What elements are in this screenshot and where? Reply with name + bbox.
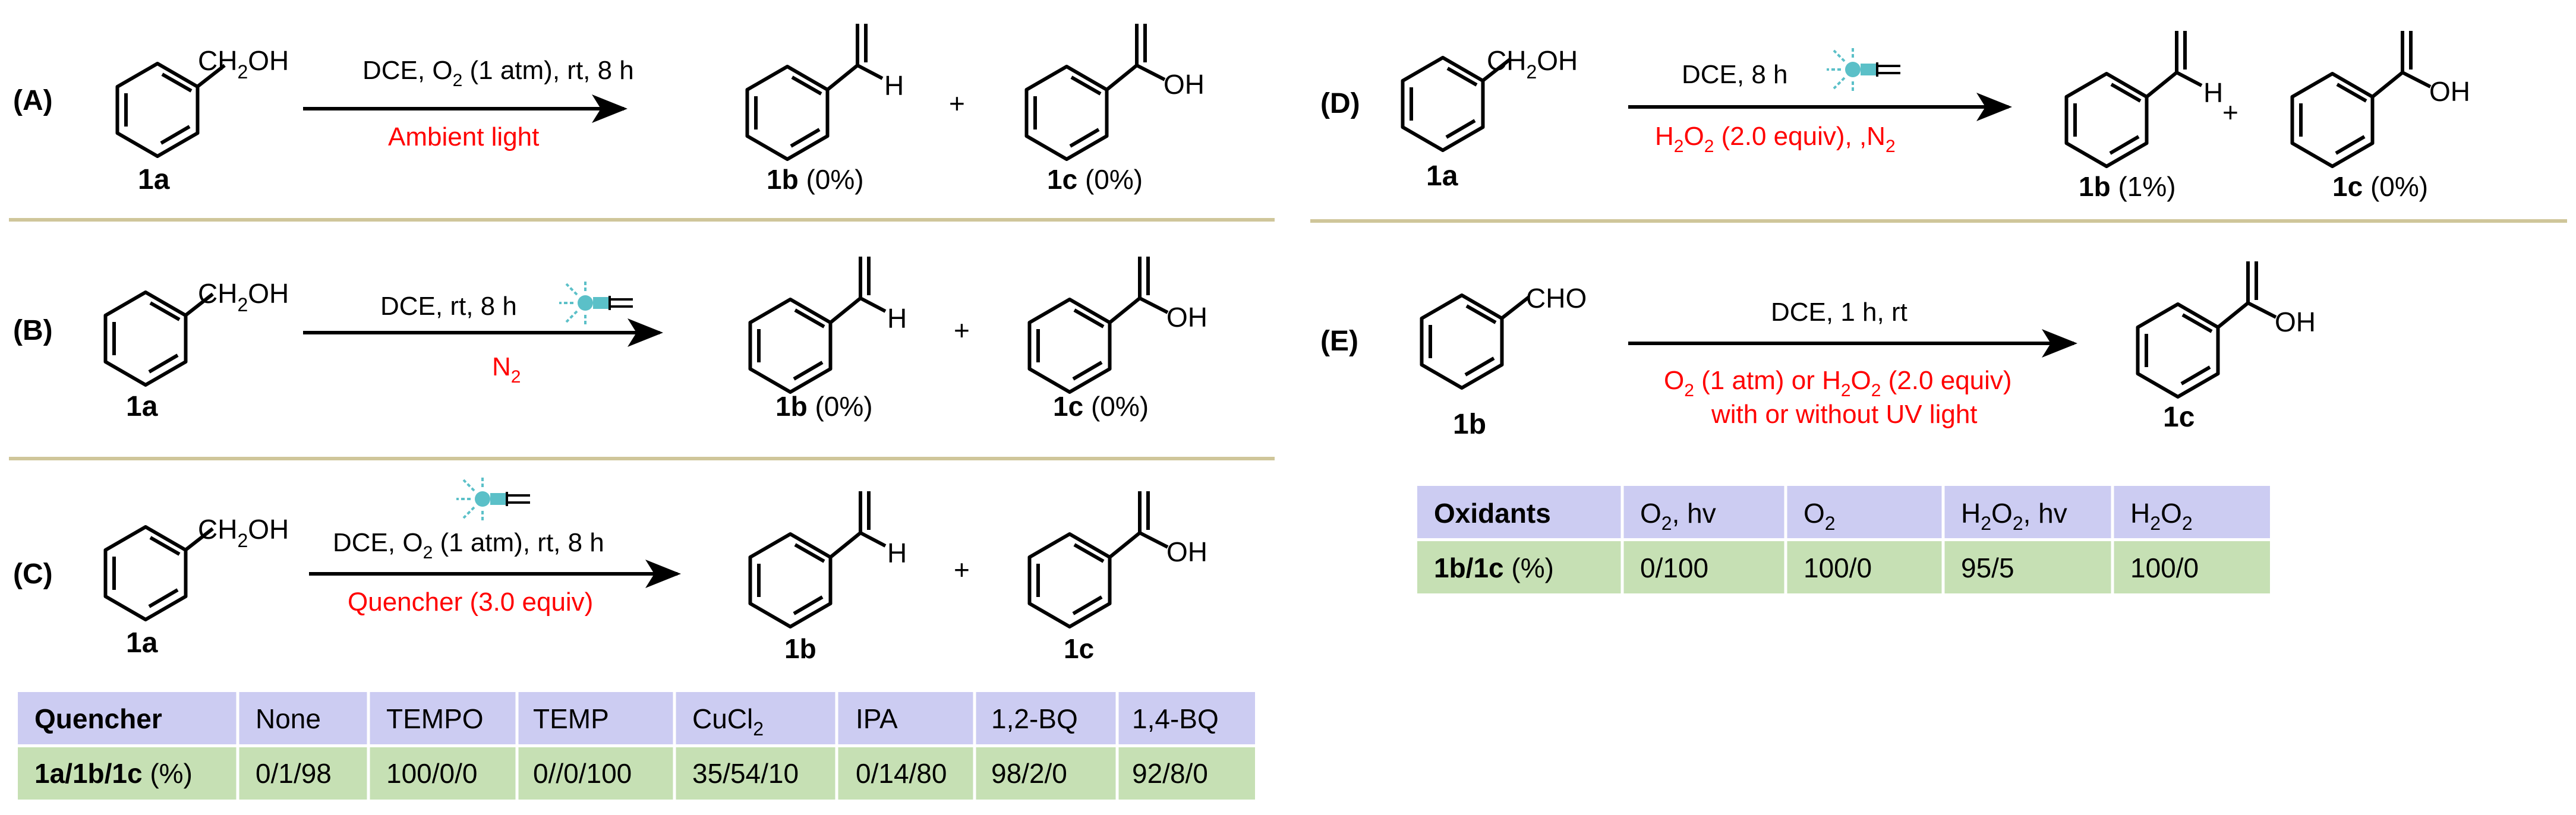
panel-b-conditions-top: DCE, rt, 8 h (380, 292, 517, 321)
panel-e-p-label: 1c (2163, 402, 2195, 433)
panel-b-label: (B) (13, 315, 53, 346)
panel-a-conditions-bottom: Ambient light (388, 122, 539, 151)
panel-d: (D) CH2OH 1a DCE, 8 h H2O2 (2.0 equiv), … (1320, 31, 2470, 202)
benzoic-acid-structure (1030, 491, 1168, 627)
benzaldehyde-structure (751, 491, 886, 627)
panel-d-p1-group: H (2203, 77, 2223, 108)
table-c-v5: 0/14/80 (856, 758, 947, 789)
panel-b: (B) CH2OH 1a DCE, rt, 8 h N2 H 1b (0%) +… (13, 257, 1207, 422)
panel-b-reactant-label: 1a (126, 391, 158, 422)
benzoic-acid-structure (2138, 261, 2277, 397)
table-c-v2: 100/0/0 (386, 758, 477, 789)
panel-a-reactant-group: CH2OH (198, 45, 289, 83)
table-e-h3: H2O2, hv (1961, 498, 2067, 534)
panel-c-reactant-group: CH2OH (198, 514, 289, 551)
panel-e-conditions-top: DCE, 1 h, rt (1771, 298, 1907, 327)
panel-d-plus: + (2222, 97, 2238, 128)
uv-lamp-icon (558, 278, 634, 328)
table-c-h4: CuCl2 (692, 703, 764, 740)
panel-c-label: (C) (13, 558, 53, 590)
uv-lamp-icon (455, 474, 531, 524)
panel-b-p2-label: 1c (0%) (1053, 391, 1149, 422)
panel-c-p2-group: OH (1166, 536, 1207, 567)
table-e-row-head: 1b/1c (%) (1434, 552, 1554, 583)
benzoic-acid-structure (2293, 31, 2431, 166)
benzoic-acid-structure (1027, 24, 1165, 159)
panel-a-reactant-label: 1a (138, 164, 170, 195)
oxidants-table: Oxidants O2, hv O2 H2O2, hv H2O2 1b/1c (… (1417, 486, 2270, 593)
table-e-v3: 95/5 (1961, 552, 2014, 583)
panel-a-label: (A) (13, 85, 53, 116)
panel-c: (C) CH2OH 1a DCE, O2 (1 atm), rt, 8 h Qu… (13, 474, 1255, 800)
panel-d-reactant-label: 1a (1426, 160, 1458, 192)
panel-a-p1-label: 1b (0%) (767, 164, 864, 195)
table-c-h6: 1,2-BQ (991, 703, 1078, 734)
panel-e-p-group: OH (2275, 307, 2316, 337)
panel-e-label: (E) (1320, 326, 1358, 357)
table-c-v3: 0//0/100 (533, 758, 632, 789)
table-e-h1: O2, hv (1640, 498, 1716, 534)
benzene-ring-icon (118, 64, 198, 156)
panel-b-p2-group: OH (1166, 302, 1207, 333)
table-c-h7: 1,4-BQ (1132, 703, 1219, 734)
table-c-v6: 98/2/0 (991, 758, 1067, 789)
panel-c-p1-group: H (887, 538, 907, 568)
table-e-v1: 0/100 (1640, 552, 1708, 583)
panel-e: (E) CHO 1b DCE, 1 h, rt O2 (1 atm) or H2… (1320, 261, 2316, 593)
panel-d-p2-label: 1c (0%) (2332, 171, 2428, 202)
table-c-h1: None (256, 703, 321, 734)
panel-c-p2-label: 1c (1064, 633, 1094, 664)
panel-e-conditions-line2: with or without UV light (1711, 400, 1978, 429)
benzene-ring-icon (1403, 58, 1483, 150)
benzene-ring-icon (106, 292, 186, 385)
table-e-v2: 100/0 (1803, 552, 1872, 583)
panel-e-reactant-label: 1b (1453, 409, 1486, 440)
table-e-h2: O2 (1803, 498, 1836, 534)
panel-a-plus: + (949, 88, 965, 119)
table-c-h3: TEMP (533, 703, 609, 734)
benzene-ring-icon (106, 527, 186, 620)
panel-c-plus: + (954, 554, 970, 585)
table-e-h4: H2O2 (2130, 498, 2193, 534)
table-c-v4: 35/54/10 (692, 758, 799, 789)
panel-d-label: (D) (1320, 88, 1360, 119)
panel-d-p1-label: 1b (1%) (2079, 171, 2176, 202)
panel-b-plus: + (954, 315, 970, 346)
table-e-v4: 100/0 (2130, 552, 2199, 583)
panel-d-reactant-group: CH2OH (1487, 45, 1578, 83)
uv-lamp-icon (1825, 45, 1902, 94)
panel-b-conditions-bottom: N2 (492, 352, 521, 387)
quencher-table: Quencher None TEMPO TEMP CuCl2 IPA 1,2-B… (18, 692, 1255, 800)
table-e-head: Oxidants (1434, 498, 1551, 529)
panel-a-p1-group: H (884, 70, 904, 101)
panel-b-p1-label: 1b (0%) (775, 391, 873, 422)
panel-b-p1-group: H (887, 303, 907, 334)
panel-d-p2-group: OH (2429, 76, 2470, 107)
panel-c-p1-label: 1b (784, 633, 816, 664)
panel-a-conditions-top: DCE, O2 (1 atm), rt, 8 h (362, 56, 634, 90)
benzene-ring-icon (1422, 295, 1502, 388)
benzaldehyde-structure (751, 257, 886, 392)
panel-c-conditions-top: DCE, O2 (1 atm), rt, 8 h (333, 528, 604, 563)
benzaldehyde-structure (748, 24, 883, 159)
panel-e-conditions-line1: O2 (1 atm) or H2O2 (2.0 equiv) (1664, 366, 2012, 400)
table-c-h2: TEMPO (386, 703, 484, 734)
panel-a: (A) CH2OH 1a DCE, O2 (1 atm), rt, 8 h Am… (13, 24, 1205, 195)
panel-d-conditions-top: DCE, 8 h (1682, 60, 1788, 89)
benzoic-acid-structure (1030, 257, 1168, 392)
benzaldehyde-structure (2067, 31, 2202, 166)
table-c-v7: 92/8/0 (1132, 758, 1208, 789)
table-c-row-head: 1a/1b/1c (%) (34, 758, 193, 789)
panel-e-reactant-group: CHO (1526, 283, 1587, 314)
table-c-h5: IPA (856, 703, 898, 734)
panel-a-p2-label: 1c (0%) (1047, 164, 1143, 195)
table-c-v1: 0/1/98 (256, 758, 332, 789)
table-c-head: Quencher (34, 703, 162, 734)
panel-a-p2-group: OH (1164, 69, 1205, 100)
panel-c-reactant-label: 1a (126, 627, 158, 659)
panel-b-reactant-group: CH2OH (198, 278, 289, 315)
panel-d-conditions-bottom: H2O2 (2.0 equiv), ,N2 (1655, 122, 1896, 156)
panel-c-conditions-bottom: Quencher (3.0 equiv) (348, 587, 593, 617)
